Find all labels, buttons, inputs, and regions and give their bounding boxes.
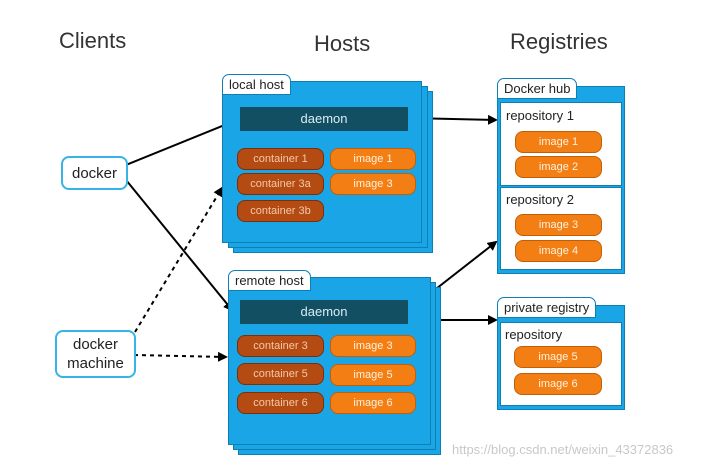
remote-image-3: image 3: [330, 335, 416, 357]
docker-client-label: docker: [71, 164, 118, 182]
docker-machine-client: docker machine: [55, 330, 136, 378]
local-image-3: image 3: [330, 173, 416, 195]
private-repository-title: repository: [505, 327, 563, 342]
clients-column-title: Clients: [59, 28, 127, 53]
private-registry-label: private registry: [497, 297, 597, 318]
remote-container-6: container 6: [237, 392, 324, 414]
hub-repo1-image-2: image 2: [515, 156, 602, 178]
hub-repo1-image-1: image 1: [515, 131, 602, 153]
docker-client: docker: [61, 156, 128, 190]
hub-repo2-image-4: image 4: [515, 240, 602, 262]
repository-1-title: repository 1: [506, 108, 574, 123]
remote-container-3: container 3: [237, 335, 324, 357]
machine-to-remote-host-arrow: [133, 351, 228, 362]
private-repo-image-6: image 6: [514, 373, 602, 395]
local-container-1: container 1: [237, 148, 324, 170]
remote-image-5: image 5: [330, 364, 416, 386]
hosts-column-title: Hosts: [314, 31, 371, 56]
private-repo-image-5: image 5: [514, 346, 602, 368]
local-container-3a: container 3a: [237, 173, 324, 195]
local-daemon: daemon: [240, 107, 408, 131]
docker-machine-client-label: docker machine: [67, 336, 124, 372]
remote-container-5: container 5: [237, 363, 324, 385]
remote-daemon: daemon: [240, 300, 408, 324]
repository-2-title: repository 2: [506, 192, 574, 207]
watermark-text: https://blog.csdn.net/weixin_43372836: [452, 442, 674, 457]
docker-to-remote-daemon-arrow: [125, 179, 234, 312]
local-container-3b: container 3b: [237, 200, 324, 222]
machine-to-local-host-arrow: [134, 186, 224, 333]
docker-to-local-daemon-arrow: [125, 120, 234, 166]
remote-host-label: remote host: [228, 270, 311, 291]
docker-hub-label: Docker hub: [497, 78, 578, 99]
local-image-1: image 1: [330, 148, 416, 170]
hub-repo2-image-3: image 3: [515, 214, 602, 236]
remote-image-6: image 6: [330, 392, 416, 414]
local-host-label: local host: [222, 74, 291, 95]
registries-column-title: Registries: [510, 29, 608, 54]
